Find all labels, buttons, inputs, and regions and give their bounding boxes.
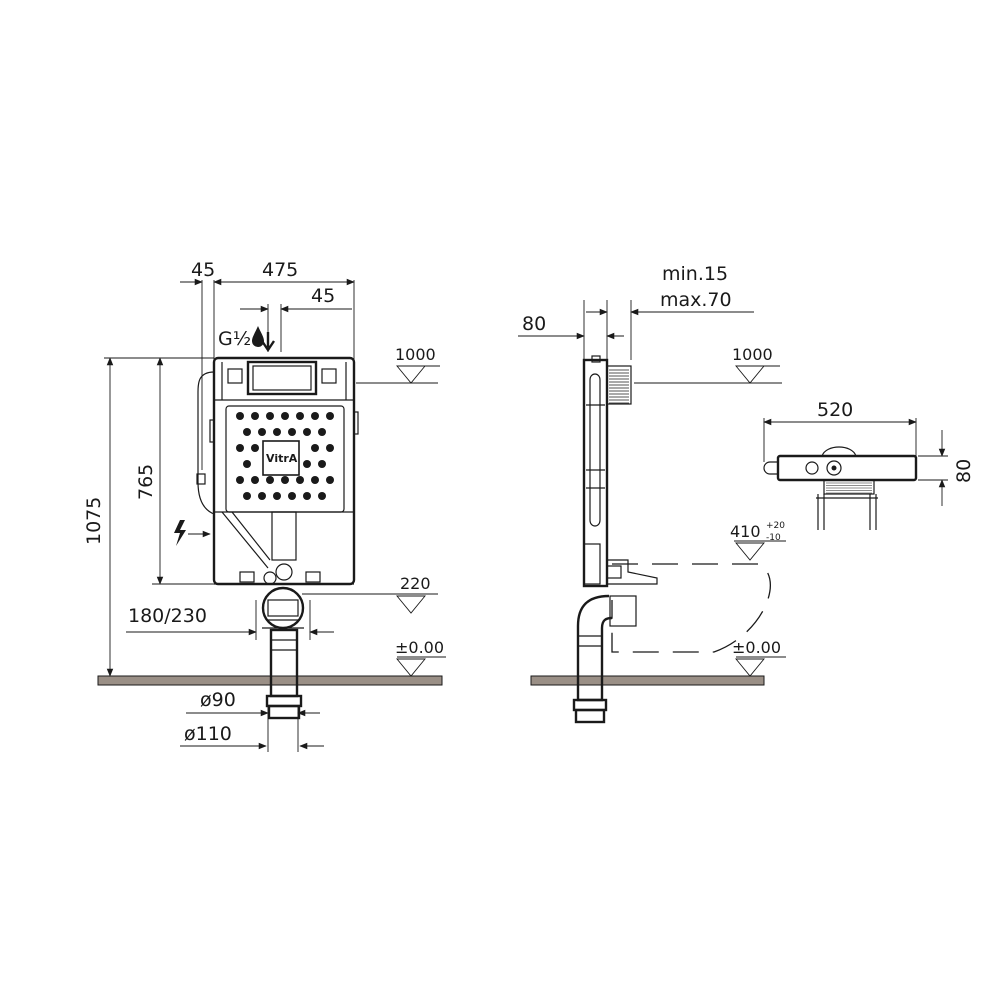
level-bowl-tol-plus: +20 (766, 521, 785, 531)
threaded-rod (606, 365, 632, 405)
cistern-frame-side (582, 358, 609, 588)
level-marker-icon (396, 658, 426, 677)
dim-depth-side: 80 (522, 313, 546, 335)
inlet-arrow-icon (261, 332, 275, 353)
level-top-front: 1000 (395, 345, 436, 364)
level-floor-front: ±0.00 (395, 638, 444, 657)
dim-min: min.15 (662, 263, 728, 285)
level-marker-icon (735, 365, 765, 384)
dim-width-right: 45 (311, 285, 335, 307)
level-marker-icon (735, 542, 765, 561)
cistern-top-body (776, 454, 918, 482)
level-top-side: 1000 (732, 345, 773, 364)
dim-depth-top: 80 (953, 459, 975, 483)
dim-frame-height: 765 (135, 464, 157, 500)
top-view: 520 80 (763, 399, 975, 530)
level-outlet-front: 220 (400, 574, 431, 593)
dim-width-total: 475 (262, 259, 298, 281)
level-marker-icon (735, 658, 765, 677)
water-inlet-label: G½ (218, 328, 251, 350)
dim-outlet-offset: 180/230 (128, 605, 207, 627)
side-view: 80 min.15 max.70 1000 (518, 263, 786, 724)
brand-logo: VitrA (266, 452, 298, 465)
tank-ribbing (236, 412, 334, 500)
dim-width-left: 45 (191, 259, 215, 281)
flush-plate-opening (246, 360, 318, 396)
dim-total-height: 1075 (83, 497, 105, 545)
floor-side (530, 675, 765, 686)
electrical-bolt-icon (174, 520, 186, 546)
level-marker-icon (396, 595, 426, 614)
dim-max: max.70 (660, 289, 732, 311)
level-floor-side: ±0.00 (732, 638, 781, 657)
brand-logo-box (262, 440, 300, 476)
outlet-elbow (261, 586, 305, 630)
front-view: 45 475 45 G½ 1000 VitrA (83, 259, 446, 752)
level-marker-icon (396, 365, 426, 384)
level-bowl: 410 (730, 522, 761, 541)
pipe-d110-label: ø110 (184, 723, 232, 745)
water-drop-icon (252, 326, 264, 347)
pipe-d90-label: ø90 (200, 689, 236, 711)
wc-bowl-outline (611, 563, 771, 653)
level-bowl-tol-minus: -10 (766, 533, 781, 543)
dim-width-top: 520 (817, 399, 853, 421)
